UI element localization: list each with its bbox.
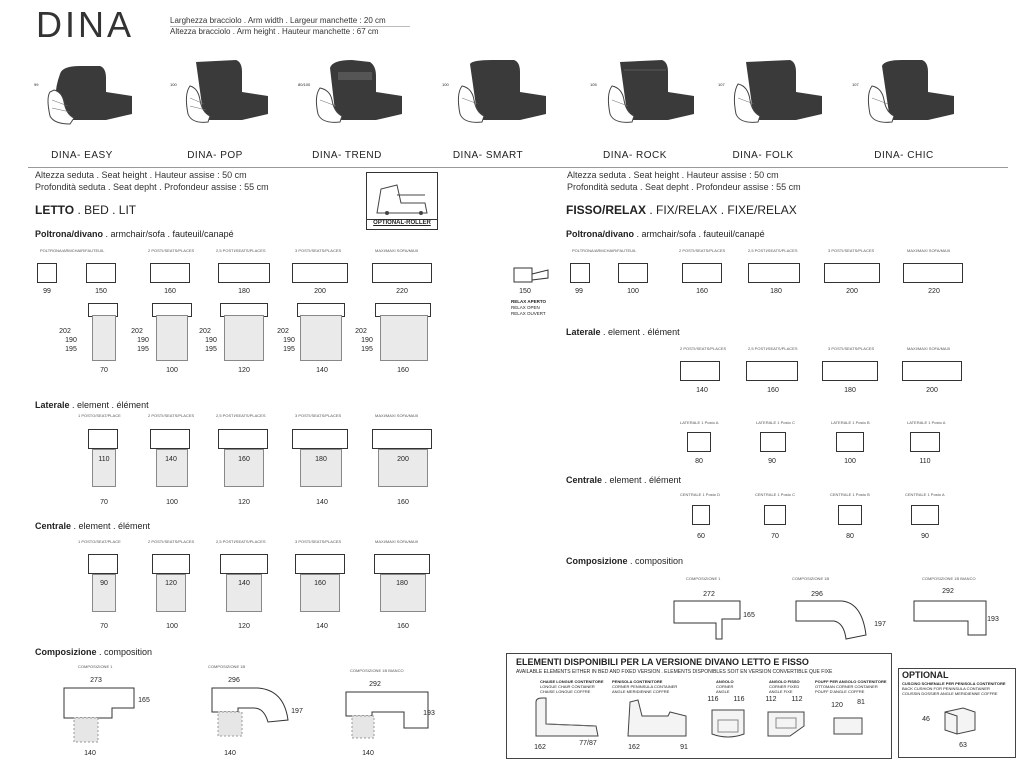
arm-width-spec: Larghezza bracciolo . Arm width . Largeu… <box>170 16 386 25</box>
optional-box-title: OPTIONAL <box>902 670 949 680</box>
left-laterale-heading: Laterale . element . élément <box>35 400 149 410</box>
left-seat-height: Altezza seduta . Seat height . Hauteur a… <box>35 170 247 180</box>
elements-box-title: ELEMENTI DISPONIBILI PER LA VERSIONE DIV… <box>516 657 809 667</box>
left-composizione-heading: Composizione . composition <box>35 647 153 657</box>
right-seat-height: Altezza seduta . Seat height . Hauteur a… <box>567 170 779 180</box>
model-row: 99 DINA- EASY 100 DINA- POP 80/100 DINA-… <box>0 50 1025 170</box>
right-laterale-heading: Laterale . element . élément <box>566 327 680 337</box>
elements-box-subtitle: AVAILABLE ELEMENTS EITHER IN BED AND FIX… <box>516 669 833 675</box>
chair-smart-image <box>452 58 552 132</box>
model-name-smart: DINA- SMART <box>452 150 524 161</box>
left-poltrona-heading: Poltrona/divano . armchair/sofa . fauteu… <box>35 229 234 239</box>
optional-box-desc: CUSCINO SCHIENALE PER PENISOLA CONTENITO… <box>902 681 1006 696</box>
relax-note: RELAX APERTO RELAX OPEN RELAX OUVERT <box>511 299 547 316</box>
left-centrale-heading: Centrale . element . élément <box>35 521 151 531</box>
model-name-rock: DINA- ROCK <box>603 150 667 161</box>
chair-chic-image <box>862 58 962 132</box>
element-4-label: ANGOLO FISSO CORNER FIXED ANGLE FIXE <box>769 679 800 694</box>
optional-roller-box: OPTIONAL-ROLLER <box>366 172 438 230</box>
chair-pop-image <box>178 58 273 132</box>
model-name-trend: DINA- TREND <box>312 150 382 161</box>
element-1-label: CHAISE LONGUE CONTENITORE LONGUE CHAIR C… <box>540 679 604 694</box>
element-5-label: POUFF PER ANGOLO CONTENITORE OTTOMAN COR… <box>815 679 887 694</box>
chair-folk-image <box>728 58 828 132</box>
chair-easy-image <box>40 62 140 132</box>
element-3-label: ANGOLO CORNER ANGLE <box>716 679 734 694</box>
model-name-folk: DINA- FOLK <box>732 150 794 161</box>
page-title: DINA <box>36 4 135 45</box>
right-seat-depth: Profondità seduta . Seat depht . Profond… <box>567 182 801 192</box>
arm-height-spec: Altezza bracciolo . Arm height . Hauteur… <box>170 27 379 36</box>
right-centrale-heading: Centrale . element . élément <box>566 475 682 485</box>
model-name-chic: DINA- CHIC <box>874 150 934 161</box>
optional-box <box>898 668 1016 758</box>
elements-box <box>506 653 892 759</box>
chair-rock-image <box>600 58 700 132</box>
right-section-title: FISSO/RELAX . FIX/RELAX . FIXE/RELAX <box>566 203 797 217</box>
model-name-easy: DINA- EASY <box>51 150 113 161</box>
element-2-label: PENISOLA CONTENITORE CORNER PENINSULA CO… <box>612 679 678 694</box>
chair-trend-image <box>308 58 408 132</box>
model-name-pop: DINA- POP <box>187 150 243 161</box>
left-seat-depth: Profondità seduta . Seat depht . Profond… <box>35 182 269 192</box>
right-composizione-heading: Composizione . composition <box>566 556 684 566</box>
right-poltrona-heading: Poltrona/divano . armchair/sofa . fauteu… <box>566 229 765 239</box>
left-section-title: LETTO . BED . LIT <box>35 203 137 217</box>
